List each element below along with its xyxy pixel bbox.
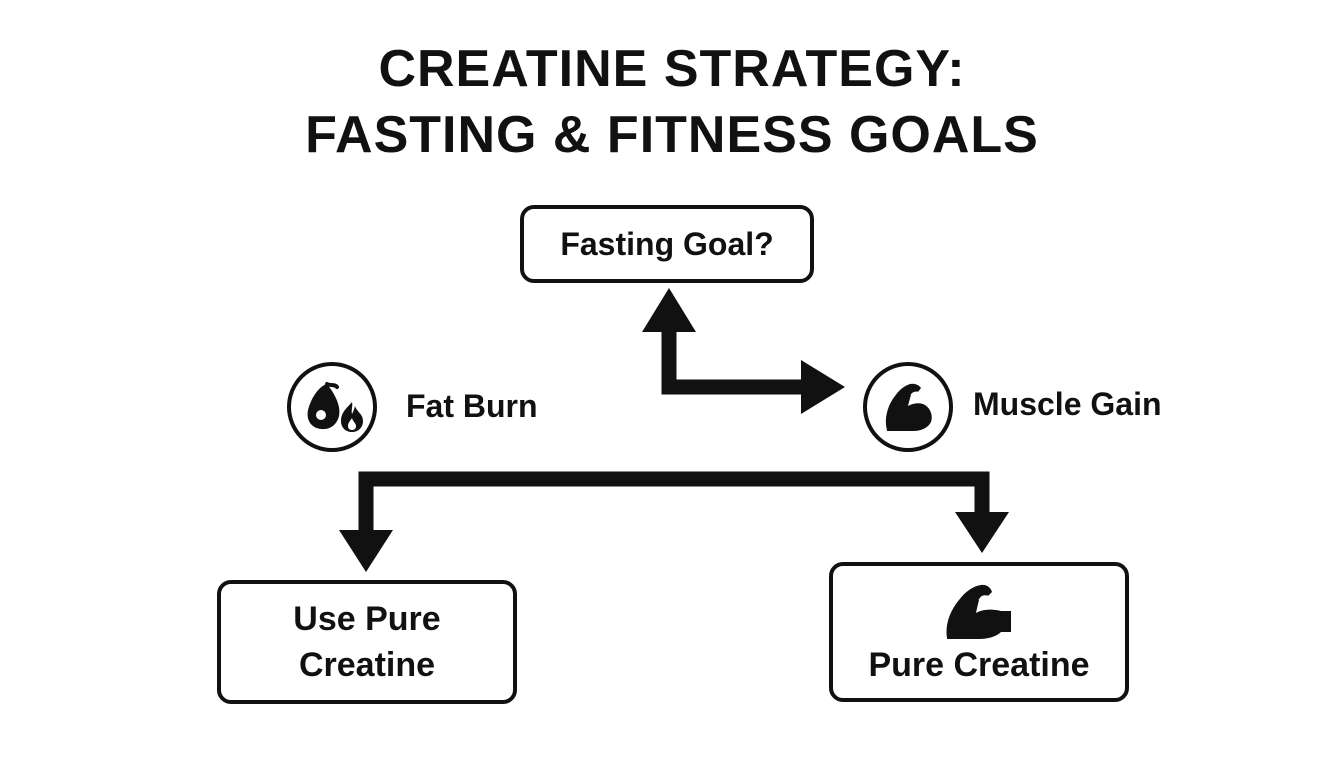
question-label: Fasting Goal? — [560, 225, 774, 262]
question-connector-arrow — [642, 288, 845, 414]
flexed-bicep-icon — [946, 584, 1011, 639]
arrowhead-down-right — [955, 512, 1009, 553]
arrowhead-up — [642, 288, 696, 332]
fat-flame-icon — [287, 362, 377, 452]
fat-flame-glyph — [307, 382, 363, 432]
use-pure-creatine-box: Use Pure Creatine — [217, 580, 517, 704]
fat-burn-label: Fat Burn — [406, 388, 538, 424]
fasting-goal-question-box: Fasting Goal? — [520, 205, 814, 283]
pure-creatine-box: Pure Creatine — [829, 562, 1129, 702]
diagram-title-line-2: FASTING & FITNESS GOALS — [305, 106, 1039, 164]
outcome-connector-arrow — [339, 471, 1009, 572]
muscle-gain-label: Muscle Gain — [973, 386, 1162, 422]
flexed-bicep-icon — [863, 362, 953, 452]
arrowhead-down-left — [339, 530, 393, 572]
left-outcome-line-2: Creatine — [298, 646, 436, 684]
diagram-title-line-1: CREATINE STRATEGY: — [378, 40, 966, 98]
right-outcome-label: Pure Creatine — [868, 645, 1090, 684]
left-outcome-line-1: Use Pure — [293, 600, 441, 638]
arrowhead-right — [801, 360, 845, 414]
bicep-glyph — [885, 383, 932, 431]
